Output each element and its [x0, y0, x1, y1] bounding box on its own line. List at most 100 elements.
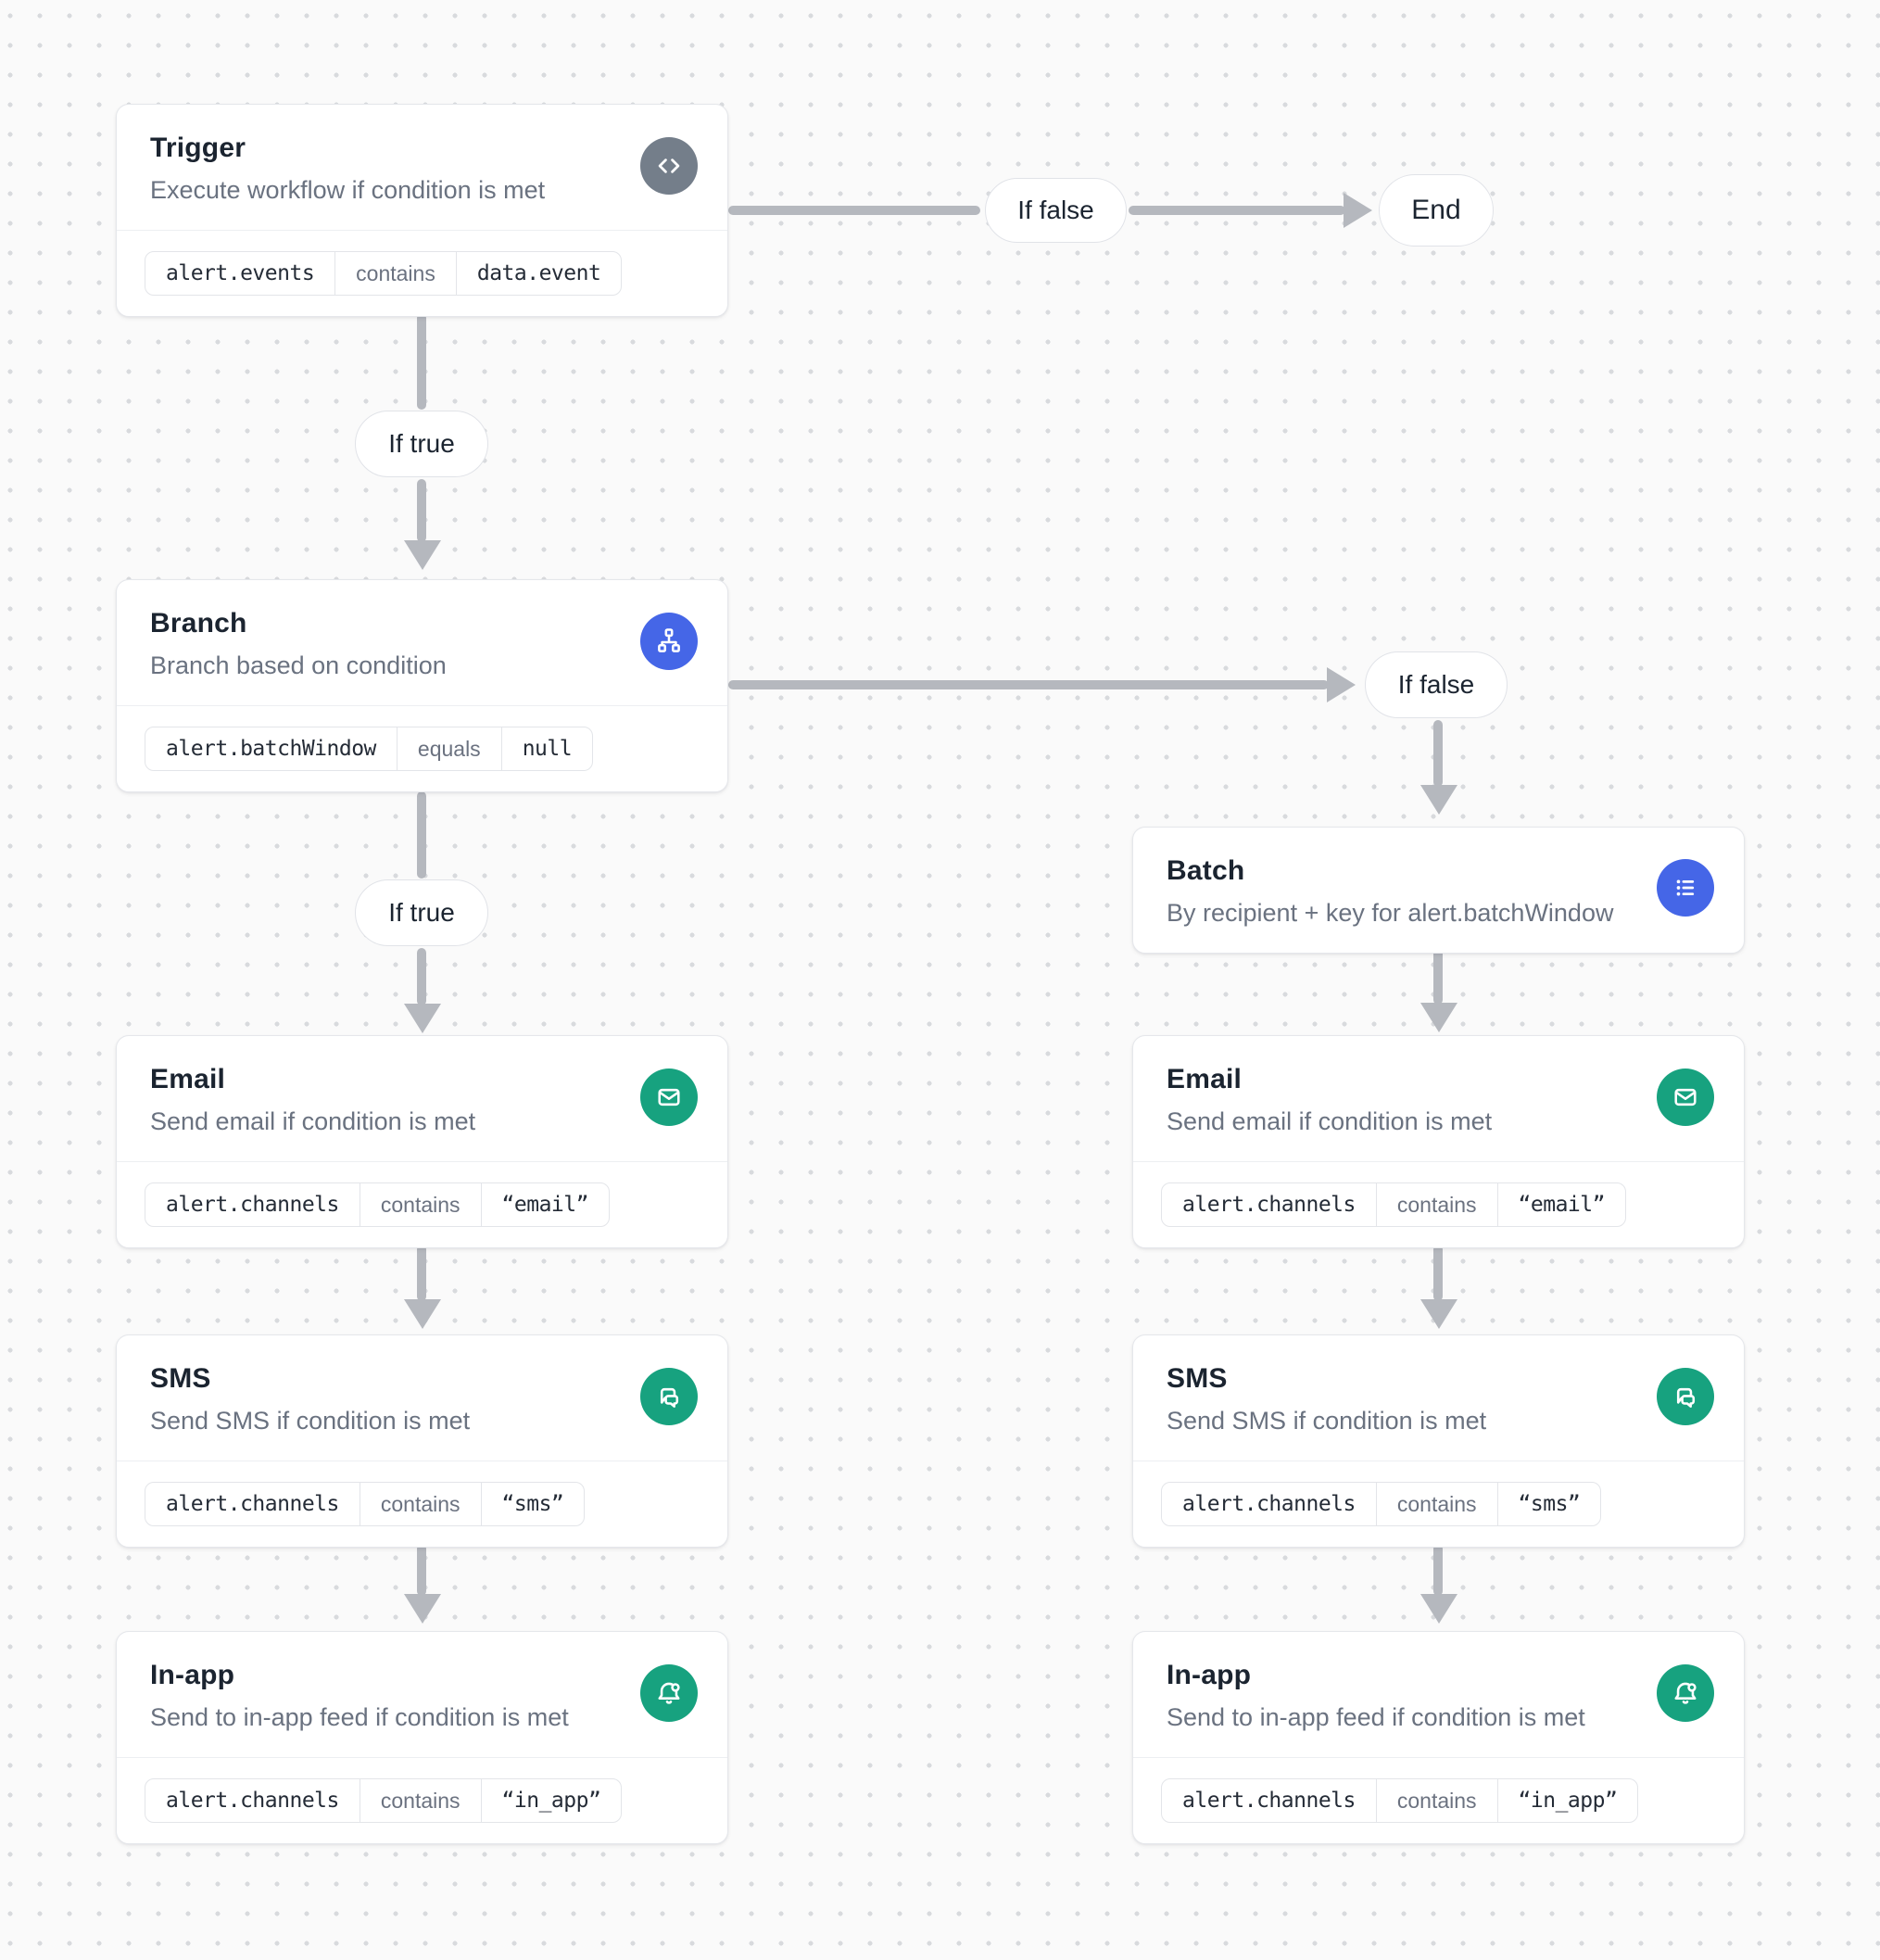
edge-label-branch-if-false: If false [1365, 651, 1508, 718]
node-inapp-header: In-app Send to in-app feed if condition … [1133, 1632, 1744, 1757]
condition-operator: contains [334, 252, 456, 295]
node-subtitle: Branch based on condition [150, 651, 447, 679]
condition-operator: contains [1375, 1183, 1497, 1226]
condition-field: alert.channels [166, 1492, 339, 1516]
connector-trigger-to-if-false [728, 206, 980, 215]
condition-value: “email” [480, 1183, 609, 1226]
arrowhead-to-batch [1420, 785, 1457, 815]
node-condition-row: alert.channels contains “email” [1133, 1161, 1744, 1247]
node-condition-row: alert.events contains data.event [117, 230, 727, 316]
edge-label-trigger-if-true: If true [355, 411, 488, 477]
node-title: In-app [1167, 1660, 1252, 1690]
connector-email-to-sms-right [1433, 1245, 1443, 1301]
node-condition-row: alert.channels contains “sms” [117, 1461, 727, 1547]
arrowhead-to-inapp-right [1420, 1594, 1457, 1624]
connector-sms-to-inapp-left [417, 1544, 426, 1596]
condition-field: alert.channels [1182, 1789, 1356, 1813]
node-email-left[interactable]: Email Send email if condition is met ale… [116, 1035, 728, 1248]
code-icon [640, 137, 698, 195]
node-end[interactable]: End [1379, 174, 1494, 247]
edge-label-branch-if-true: If true [355, 879, 488, 946]
condition-chips[interactable]: alert.events contains data.event [145, 251, 623, 296]
connector-if-true-to-email-left [417, 948, 426, 1005]
node-condition-row: alert.channels contains “in_app” [1133, 1757, 1744, 1843]
connector-branch-to-if-true [417, 791, 426, 879]
node-subtitle: Send SMS if condition is met [1167, 1407, 1487, 1435]
condition-field: alert.batchWindow [166, 737, 376, 761]
arrowhead-to-email-left [404, 1004, 441, 1033]
arrowhead-to-branch [404, 540, 441, 570]
condition-operator: equals [396, 727, 501, 770]
arrowhead-to-sms-left [404, 1299, 441, 1329]
connector-trigger-to-if-true [417, 313, 426, 410]
sitemap-icon [640, 613, 698, 670]
envelope-icon [1657, 1069, 1714, 1126]
node-subtitle: Send SMS if condition is met [150, 1407, 471, 1435]
condition-value: “sms” [1496, 1483, 1601, 1525]
node-title: Branch [150, 608, 247, 639]
node-branch[interactable]: Branch Branch based on condition alert.b… [116, 579, 728, 792]
node-sms-right[interactable]: SMS Send SMS if condition is met alert.c… [1132, 1334, 1745, 1548]
node-subtitle: Send to in-app feed if condition is met [1167, 1703, 1585, 1731]
condition-chips[interactable]: alert.batchWindow equals null [145, 727, 594, 771]
arrowhead-to-if-false [1327, 667, 1356, 702]
edge-label-trigger-if-false: If false [985, 178, 1127, 243]
node-condition-row: alert.channels contains “email” [117, 1161, 727, 1247]
node-batch[interactable]: Batch By recipient + key for alert.batch… [1132, 827, 1745, 954]
condition-value: null [500, 727, 592, 770]
condition-chips[interactable]: alert.channels contains “in_app” [1161, 1778, 1639, 1823]
node-title: In-app [150, 1660, 235, 1690]
condition-chips[interactable]: alert.channels contains “sms” [145, 1482, 586, 1526]
envelope-icon [640, 1069, 698, 1126]
condition-chips[interactable]: alert.channels contains “email” [1161, 1182, 1626, 1227]
condition-value: “email” [1496, 1183, 1625, 1226]
condition-value: “sms” [480, 1483, 585, 1525]
node-inapp-right[interactable]: In-app Send to in-app feed if condition … [1132, 1631, 1745, 1844]
node-trigger[interactable]: Trigger Execute workflow if condition is… [116, 104, 728, 317]
condition-operator: contains [1375, 1483, 1497, 1525]
arrowhead-to-inapp-left [404, 1594, 441, 1624]
node-subtitle: By recipient + key for alert.batchWindow [1167, 899, 1614, 927]
connector-if-true-to-branch [417, 479, 426, 542]
condition-chips[interactable]: alert.channels contains “sms” [1161, 1482, 1602, 1526]
condition-value: “in_app” [480, 1779, 622, 1822]
node-title: Email [150, 1064, 226, 1094]
condition-operator: contains [359, 1483, 481, 1525]
bell-icon [1657, 1664, 1714, 1722]
connector-email-to-sms-left [417, 1245, 426, 1301]
bell-icon [640, 1664, 698, 1722]
node-email-right[interactable]: Email Send email if condition is met ale… [1132, 1035, 1745, 1248]
connector-branch-to-if-false [728, 680, 1329, 689]
node-batch-header: Batch By recipient + key for alert.batch… [1133, 828, 1744, 953]
list-icon [1657, 859, 1714, 917]
node-email-header: Email Send email if condition is met [117, 1036, 727, 1161]
chat-bubbles-icon [640, 1368, 698, 1425]
node-sms-header: SMS Send SMS if condition is met [117, 1335, 727, 1461]
arrowhead-to-email-right [1420, 1003, 1457, 1032]
node-subtitle: Send email if condition is met [150, 1107, 476, 1135]
condition-value: data.event [455, 252, 621, 295]
node-sms-left[interactable]: SMS Send SMS if condition is met alert.c… [116, 1334, 728, 1548]
connector-if-false-to-batch [1433, 720, 1443, 787]
node-title: Batch [1167, 855, 1245, 886]
connector-batch-to-email-right [1433, 949, 1443, 1005]
condition-field: alert.channels [166, 1193, 339, 1217]
node-inapp-left[interactable]: In-app Send to in-app feed if condition … [116, 1631, 728, 1844]
chat-bubbles-icon [1657, 1368, 1714, 1425]
connector-sms-to-inapp-right [1433, 1544, 1443, 1596]
node-title: SMS [1167, 1363, 1228, 1394]
node-condition-row: alert.channels contains “sms” [1133, 1461, 1744, 1547]
arrowhead-to-end [1344, 193, 1372, 228]
condition-field: alert.events [166, 261, 315, 285]
condition-field: alert.channels [1182, 1193, 1356, 1217]
node-title: Trigger [150, 133, 246, 163]
condition-chips[interactable]: alert.channels contains “email” [145, 1182, 610, 1227]
node-condition-row: alert.batchWindow equals null [117, 705, 727, 791]
node-title: SMS [150, 1363, 211, 1394]
condition-operator: contains [359, 1183, 481, 1226]
arrowhead-to-sms-right [1420, 1299, 1457, 1329]
connector-if-false-to-end [1129, 206, 1345, 215]
condition-field: alert.channels [166, 1789, 339, 1813]
condition-chips[interactable]: alert.channels contains “in_app” [145, 1778, 623, 1823]
